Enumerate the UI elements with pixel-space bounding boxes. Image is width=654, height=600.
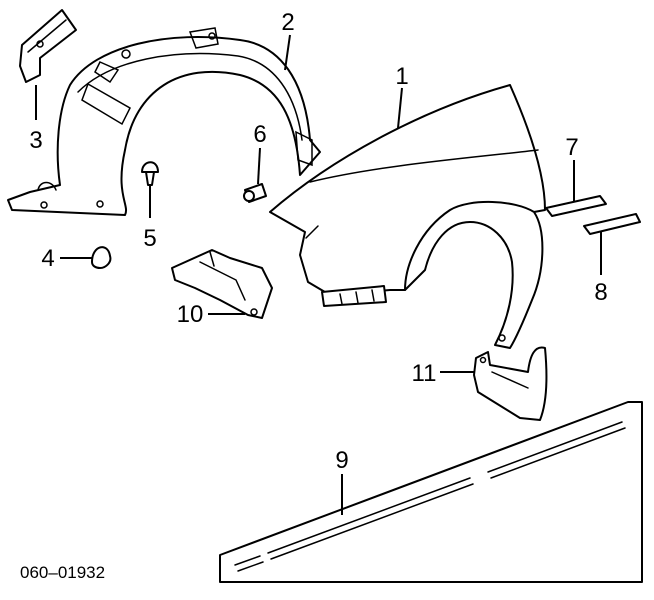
callout-4: 4 (41, 245, 54, 272)
part-6-screw (243, 183, 267, 203)
callout-1: 1 (395, 63, 408, 90)
part-5-push-pin (141, 161, 159, 186)
part-11-mud-guard (473, 346, 548, 421)
part-3-bracket (19, 9, 77, 83)
callout-8: 8 (594, 279, 607, 306)
leader-lines (35, 34, 602, 515)
callout-11: 11 (412, 360, 437, 387)
callout-10: 10 (177, 301, 204, 328)
callout-6: 6 (253, 121, 266, 148)
part-9-molding (219, 401, 643, 583)
part-1-front-fender (269, 84, 546, 349)
part-2-fender-liner (7, 27, 321, 216)
callout-5: 5 (143, 225, 156, 252)
reference-code: 060–01932 (20, 563, 105, 582)
callout-7: 7 (565, 134, 578, 161)
part-8-trim (583, 213, 641, 235)
callout-2: 2 (281, 9, 294, 36)
callout-9: 9 (335, 447, 348, 474)
callout-3: 3 (29, 127, 42, 154)
callout-labels: 1 2 3 4 5 6 7 8 9 10 11 (29, 9, 607, 474)
part-10-bracket (171, 249, 273, 319)
part-4-clip (91, 246, 112, 269)
part-7-trim (545, 195, 607, 217)
